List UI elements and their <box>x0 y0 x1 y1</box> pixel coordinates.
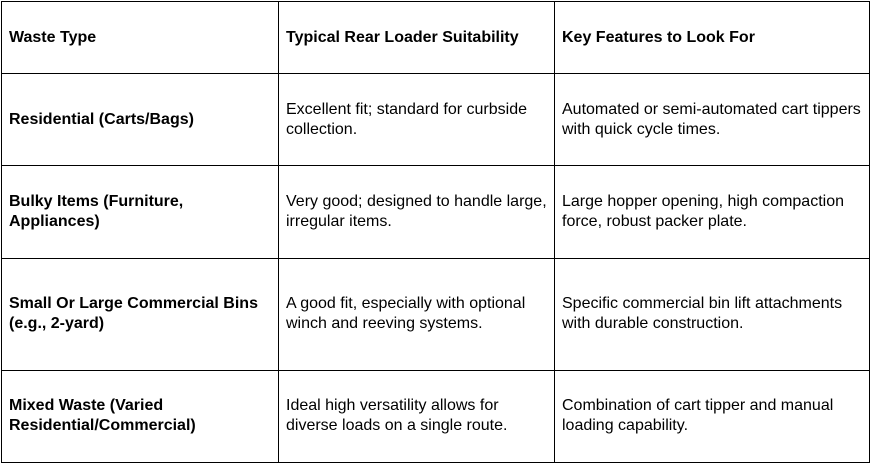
table-row: Mixed Waste (Varied Residential/Commerci… <box>1 369 870 464</box>
waste-type-cell: Mixed Waste (Varied Residential/Commerci… <box>1 369 279 464</box>
table-row: Residential (Carts/Bags) Excellent fit; … <box>1 73 870 167</box>
key-features-cell: Large hopper opening, high compaction fo… <box>554 165 870 259</box>
suitability-cell: A good fit, especially with optional win… <box>278 257 555 371</box>
header-suitability: Typical Rear Loader Suitability <box>278 0 555 75</box>
table-row: Bulky Items (Furniture, Appliances) Very… <box>1 165 870 259</box>
table-header-row: Waste Type Typical Rear Loader Suitabili… <box>1 0 870 75</box>
waste-type-cell: Residential (Carts/Bags) <box>1 73 279 167</box>
key-features-cell: Specific commercial bin lift attachments… <box>554 257 870 371</box>
key-features-cell: Automated or semi-automated cart tippers… <box>554 73 870 167</box>
suitability-cell: Excellent fit; standard for curbside col… <box>278 73 555 167</box>
header-key-features: Key Features to Look For <box>554 0 870 75</box>
table-row: Small Or Large Commercial Bins (e.g., 2-… <box>1 257 870 371</box>
suitability-cell: Ideal high versatility allows for divers… <box>278 369 555 464</box>
suitability-cell: Very good; designed to handle large, irr… <box>278 165 555 259</box>
header-waste-type: Waste Type <box>1 0 279 75</box>
waste-type-cell: Bulky Items (Furniture, Appliances) <box>1 165 279 259</box>
waste-type-cell: Small Or Large Commercial Bins (e.g., 2-… <box>1 257 279 371</box>
key-features-cell: Combination of cart tipper and manual lo… <box>554 369 870 464</box>
